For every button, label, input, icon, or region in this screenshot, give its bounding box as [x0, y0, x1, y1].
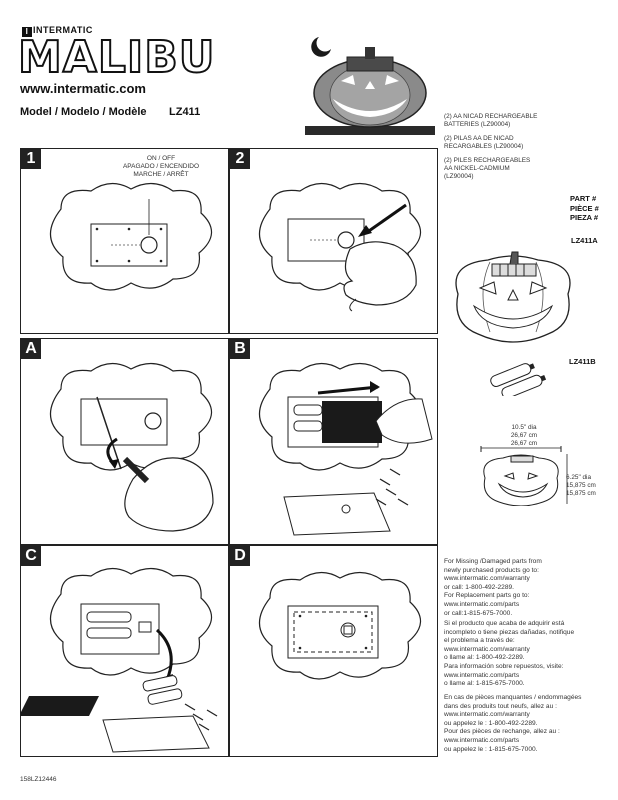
dimension-pumpkin [475, 446, 575, 506]
step-number: D [230, 546, 250, 566]
battery-info-fr: (2) PILES RECHARGEABLES AA NICKEL-CADMIU… [444, 157, 531, 180]
step-b-panel: B [229, 338, 438, 545]
step-number: B [230, 339, 250, 359]
step-number: C [21, 546, 41, 566]
product-photo [305, 23, 435, 135]
model-value: LZ411 [169, 106, 201, 118]
notes-fr: En cas de pièces manquantes / endommagée… [444, 694, 582, 753]
notes-es: Si el producto que acaba de adquirir est… [444, 620, 575, 688]
malibu-logo: MALIBU [17, 32, 216, 83]
battery-info-en: (2) AA NICAD RECHARGEABLE BATTERIES (LZ9… [444, 113, 538, 128]
part-number-header: PART # PIÈCE # PIEZA # [570, 194, 599, 222]
part-lz411b: LZ411B [569, 357, 596, 366]
step-number: A [21, 339, 41, 359]
width-dimension: 10.5" dia 26,67 cm 26,67 cm [510, 424, 538, 447]
pumpkin-drawing [450, 244, 576, 348]
part-lz411a: LZ411A [571, 236, 598, 245]
battery-drawing [486, 362, 556, 396]
battery-info-es: (2) PILAS AA DE NICAD RECARGABLES (LZ900… [444, 135, 524, 150]
height-dimension: 6.25" dia 15,875 cm 15,875 cm [566, 474, 596, 497]
model-label: Model / Modelo / Modèle [20, 106, 147, 118]
step-2-panel: 2 [229, 148, 438, 334]
step-a-panel: A [20, 338, 229, 545]
website-link[interactable]: www.intermatic.com [20, 81, 146, 96]
switch-label: ON / OFF APAGADO / ENCENDIDO MARCHE / AR… [122, 155, 200, 178]
step-number: 2 [230, 149, 250, 169]
document-code: 158LZ12446 [20, 776, 57, 783]
step-d-panel: D [229, 545, 438, 757]
step-1-panel: 1 ON / OFF APAGADO / ENCENDIDO MARCHE / … [20, 148, 229, 334]
step-number: 1 [21, 149, 41, 169]
step-c-panel: C [20, 545, 229, 757]
moon-icon [311, 37, 331, 57]
brand-mark-icon: I [22, 27, 32, 37]
brand-small-text: INTERMATIC [33, 25, 93, 35]
notes-en: For Missing /Damaged parts from newly pu… [444, 558, 542, 617]
